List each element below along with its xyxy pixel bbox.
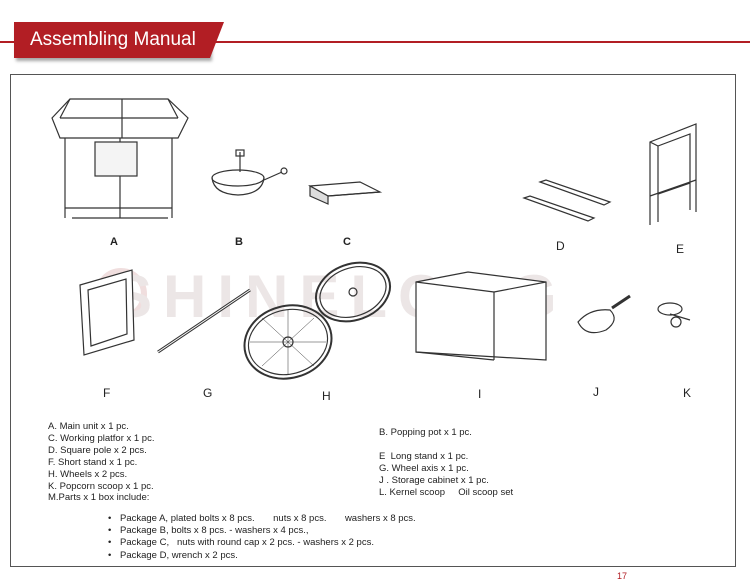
list-item: F. Short stand x 1 pc. [48, 456, 138, 468]
short-stand-drawing [79, 269, 135, 356]
package-list: • Package A, plated bolts x 8 pcs. nuts x… [108, 513, 416, 562]
list-item: L. Kernel scoop Oil scoop set [379, 486, 514, 498]
label-i: I [478, 387, 482, 401]
header-rule [0, 41, 750, 43]
bullet-icon: • [108, 513, 112, 524]
storage-cabinet-drawing [415, 271, 547, 361]
bullet-icon: • [108, 549, 112, 561]
label-d: D [556, 239, 565, 253]
list-item: K. Popcorn scoop x 1 pc. [48, 480, 154, 492]
list-item: A. Main unit x 1 pc. [48, 421, 129, 432]
long-stand-drawing [649, 123, 697, 225]
label-e: E [676, 242, 685, 256]
square-poles-drawing [522, 179, 612, 222]
list-item: B. Popping pot x 1 pc. [379, 427, 472, 438]
package-item: Package A, plated bolts x 8 pcs. nuts x … [120, 513, 416, 524]
list-item: E Long stand x 1 pc. [379, 450, 469, 462]
label-j: J [593, 385, 599, 399]
content-frame [10, 74, 736, 567]
label-h: H [322, 389, 331, 403]
label-a: A [110, 236, 118, 248]
scoop-set-drawing [657, 302, 691, 328]
list-item [379, 439, 513, 451]
label-g: G [203, 386, 213, 400]
list-item: J . Storage cabinet x 1 pc. [379, 474, 489, 486]
package-item: Package B, bolts x 8 pcs. - washers x 4 … [120, 525, 309, 537]
label-k: K [683, 386, 692, 400]
wheel-axis-drawing [157, 288, 251, 354]
bullet-icon: • [108, 525, 112, 537]
page-title: Assembling Manual [30, 29, 196, 50]
page-number: 17 [617, 571, 628, 581]
list-item: C. Working platfor x 1 pc. [48, 432, 155, 444]
main-unit-drawing [51, 98, 189, 219]
popping-pot-drawing [211, 149, 288, 196]
list-item: M.Parts x 1 box include: [48, 492, 150, 504]
package-item: Package D, wrench x 2 pcs. [120, 549, 238, 561]
working-platform-drawing [307, 181, 383, 205]
label-b: B [235, 236, 243, 248]
label-f: F [103, 386, 111, 400]
popcorn-scoop-drawing [577, 294, 631, 334]
label-c: C [343, 236, 351, 248]
package-item: Package C, nuts with round cap x 2 pcs. … [120, 537, 374, 549]
bullet-icon: • [108, 537, 112, 549]
list-item: D. Square pole x 2 pcs. [48, 444, 147, 456]
header-tab [14, 22, 224, 58]
list-item: H. Wheels x 2 pcs. [48, 468, 128, 480]
wheels-drawing [243, 261, 391, 380]
parts-list-right: B. Popping pot x 1 pc. E Long stand x 1 … [379, 427, 513, 498]
parts-list-left: A. Main unit x 1 pc. C. Working platfor … [48, 421, 154, 504]
list-item: G. Wheel axis x 1 pc. [379, 462, 469, 474]
